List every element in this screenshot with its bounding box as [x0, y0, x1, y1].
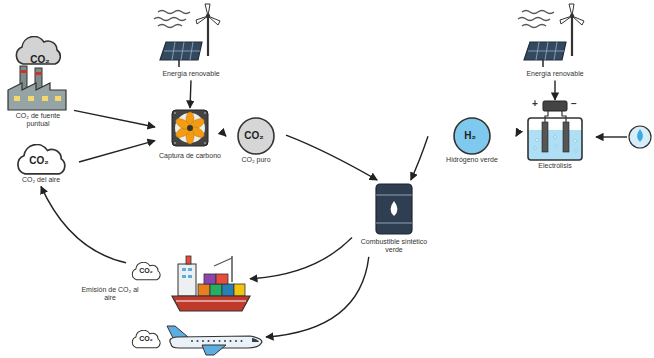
emission-label: Emisión de CO₂ al aire	[80, 286, 140, 303]
node-label: CO₂ del aire	[22, 176, 60, 184]
process-node: Captura de carbono	[155, 108, 225, 162]
plane-node: CO₂	[126, 318, 266, 356]
h2-node: H₂ Hidrógeno verde	[428, 116, 516, 166]
ship-icon	[132, 256, 250, 311]
barrel-icon	[376, 184, 412, 234]
node-label: Captura de carbono	[159, 152, 221, 160]
node-label: Electrólisis	[538, 162, 571, 170]
flow-arrow	[225, 135, 226, 136]
icon-text: CO₂	[130, 267, 162, 275]
flow-arrow	[516, 133, 518, 137]
node-label: Energía renovable	[162, 70, 219, 78]
water-icon	[629, 126, 651, 148]
flow-arrow	[286, 135, 377, 180]
flow-arrow	[411, 136, 428, 180]
factory-icon	[8, 36, 66, 110]
node-label: CO₂ puro	[241, 156, 270, 164]
flow-arrow	[190, 80, 191, 108]
flow-arrow	[74, 110, 155, 127]
polarity-sign: +	[530, 98, 540, 110]
icon-text: CO₂	[14, 54, 66, 66]
energy-node: Energía renovable	[150, 2, 232, 80]
fan-icon	[172, 110, 208, 146]
flow-arrow	[41, 186, 126, 262]
polarity-sign: −	[569, 98, 579, 110]
source-node: CO₂ CO₂ de fuente puntual	[2, 38, 74, 131]
icon-text: H₂	[428, 130, 512, 142]
flow-arrow	[266, 257, 369, 337]
arrow	[596, 136, 627, 137]
icon-text: CO₂	[3, 155, 75, 167]
co2-node: CO₂ CO₂ puro	[226, 116, 286, 166]
electrolysis-icon	[528, 101, 582, 160]
fuel-node: Combustible sintético verde	[352, 180, 436, 257]
renewable-icon	[518, 4, 584, 67]
renewable-icon	[154, 4, 220, 67]
ship-node: CO₂	[126, 250, 250, 314]
process-node: Electrólisis	[518, 100, 592, 172]
energy-node: Energía renovable	[514, 2, 596, 80]
node-label: Hidrógeno verde	[446, 156, 498, 164]
node-label: Energía renovable	[526, 70, 583, 78]
flow-arrow	[250, 238, 352, 279]
node-label: Combustible sintético verde	[358, 238, 430, 255]
flow-arrow	[554, 80, 555, 100]
icon-text: CO₂	[226, 130, 282, 142]
flow-arrow	[79, 141, 155, 162]
node-label: CO₂ de fuente puntual	[8, 112, 68, 129]
icon-text: CO₂	[130, 335, 162, 343]
cloud-node: CO₂ CO₂ del aire	[3, 142, 79, 186]
